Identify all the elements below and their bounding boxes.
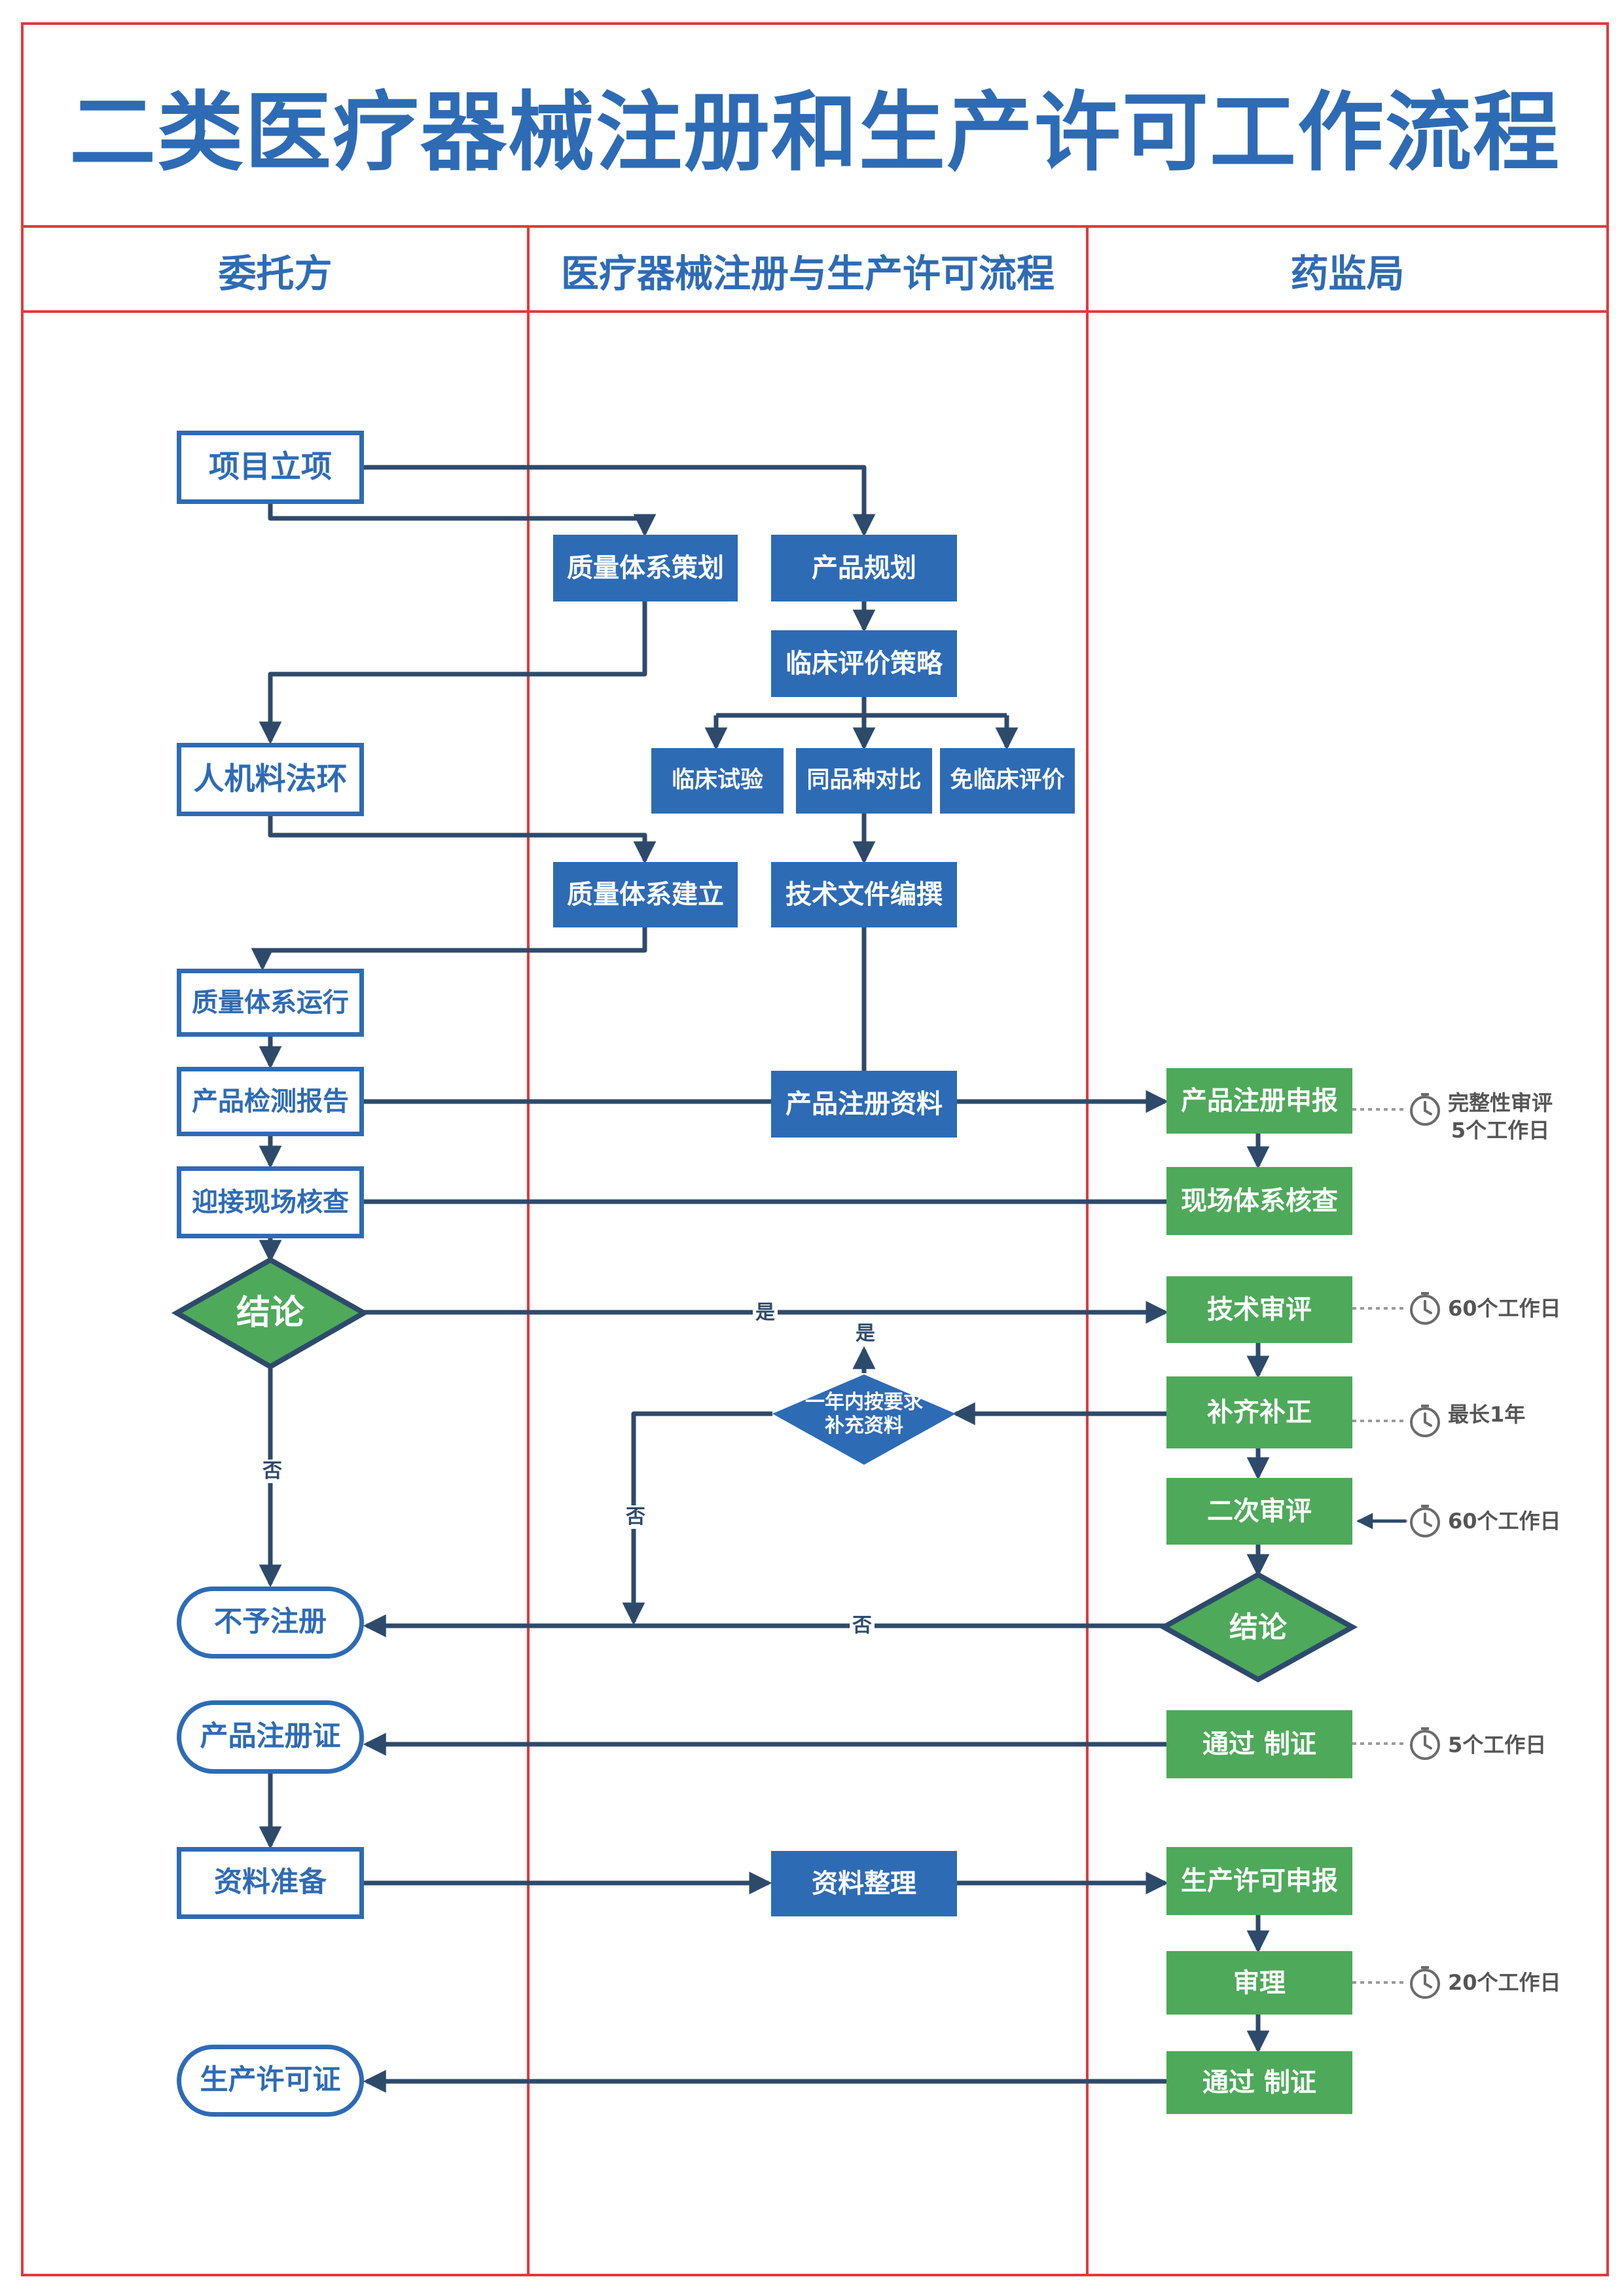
timeline-supplement: 最长1年 [1448,1402,1526,1427]
node-supplement: 补齐补正 [1166,1376,1352,1448]
node-license-apply: 生产许可申报 [1166,1847,1352,1915]
supplement-diamond-shape [772,1374,956,1465]
node-pass-cert-2: 通过 制证 [1166,2051,1352,2114]
edge-label-no-bottom: 否 [850,1614,875,1638]
conclusion-client-diamond [171,1257,370,1370]
supplement-diamond-label: 一年内按要求 补充资料 [805,1391,923,1437]
edge-qms-build-to-qms-run [251,927,647,971]
edge-qms-planning-to-man-machine [259,601,647,745]
node-pass-cert-1: 通过 制证 [1166,1710,1352,1778]
swimlane-frame [21,22,1609,2276]
edge-project-to-qms-planning [268,504,657,537]
node-clinical-strategy: 临床评价策略 [771,630,957,697]
node-clinical-trial: 临床试验 [651,748,784,814]
edge-label-yes-main: 是 [753,1301,778,1325]
stopwatch-icon [1410,1405,1440,1437]
node-receive-inspection: 迎接现场核查 [177,1166,364,1238]
lane-header-process: 医疗器械注册与生产许可流程 [560,251,1055,296]
node-project-setup: 项目立项 [177,431,364,504]
node-reject: 不予注册 [177,1587,364,1659]
node-tech-docs: 技术文件编撰 [771,862,957,927]
node-man-machine: 人机料法环 [177,743,364,816]
node-doc-organize: 资料整理 [771,1851,957,1916]
node-qms-run: 质量体系运行 [177,969,364,1037]
conclusion-nmpa-label: 结论 [1229,1610,1287,1644]
timeline-second-review: 60个工作日 [1448,1509,1561,1534]
node-reg-docs: 产品注册资料 [771,1071,957,1138]
connectors [251,465,1270,2093]
stopwatch-icon [1410,1093,1440,1126]
conclusion-client-label: 结论 [236,1293,304,1333]
timeline-certification: 5个工作日 [1448,1732,1547,1757]
lane-header-nmpa: 药监局 [1290,251,1405,296]
node-qms-build: 质量体系建立 [553,862,738,927]
node-reg-apply: 产品注册申报 [1166,1068,1352,1134]
edge-label-no-mid: 否 [623,1505,648,1529]
edge-label-no-left: 否 [260,1460,285,1483]
node-qms-planning: 质量体系策划 [553,535,738,601]
node-doc-prep: 资料准备 [177,1847,364,1919]
stopwatch-icon [1410,1292,1440,1325]
stopwatch-icon [1410,1966,1440,1999]
node-same-type-comparison: 同品种对比 [796,748,932,814]
timeline-tech-review: 60个工作日 [1448,1296,1561,1321]
node-test-report: 产品检测报告 [177,1067,364,1136]
edge-man-machine-to-qms-build [268,816,657,865]
node-second-review: 二次审评 [1166,1478,1352,1545]
edge-project-to-product-planning [364,465,876,537]
conclusion-nmpa-diamond [1158,1571,1358,1683]
node-tech-review: 技术审评 [1166,1276,1352,1343]
stopwatch-icon [1410,1727,1440,1760]
node-reg-cert: 产品注册证 [177,1700,364,1774]
stopwatch-icon [1410,1505,1440,1537]
node-license: 生产许可证 [177,2045,364,2117]
node-clinical-exempt: 免临床评价 [940,748,1075,814]
page-title: 二类医疗器械注册和生产许可工作流程 [69,82,1561,183]
edge-label-yes-up: 是 [853,1322,878,1346]
timeline-dotted-lines [1352,1108,1407,1984]
timeline-completeness: 完整性审评 5个工作日 [1448,1090,1553,1143]
node-product-planning: 产品规划 [771,535,957,601]
node-review: 审理 [1166,1951,1352,2015]
node-onsite-inspection: 现场体系核查 [1166,1167,1352,1235]
timeline-review: 20个工作日 [1448,1970,1561,1995]
lane-header-client: 委托方 [218,251,333,296]
edge-diamond-no [622,1411,772,1626]
